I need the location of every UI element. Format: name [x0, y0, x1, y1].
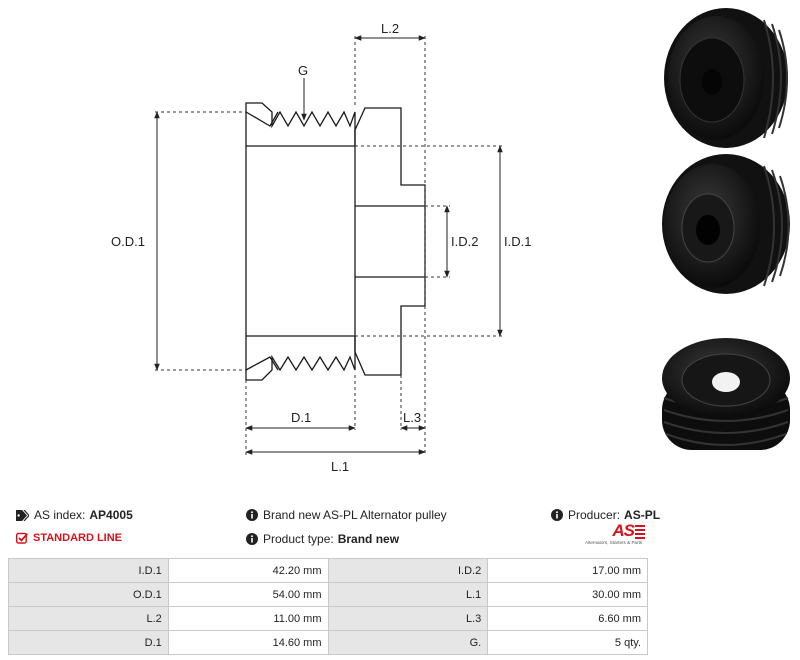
description-text: Brand new AS-PL Alternator pulley [263, 508, 447, 522]
standard-line: STANDARD LINE [16, 532, 122, 544]
spec-label: I.D.1 [8, 558, 169, 583]
spec-label: L.3 [327, 606, 489, 631]
spec-value: 17.00 mm [487, 558, 648, 583]
spec-label: G. [327, 630, 489, 655]
table-row: O.D.1 54.00 mm L.1 30.00 mm [8, 582, 648, 607]
label-d1: D.1 [291, 410, 311, 425]
spec-value: 54.00 mm [167, 582, 329, 607]
product-type-label: Product type: [263, 532, 334, 546]
spec-value: 42.20 mm [167, 558, 329, 583]
label-g: G [298, 63, 308, 78]
pulley-technical-drawing: G L.2 O.D.1 I.D.2 I.D.1 D.1 L.3 L.1 [111, 21, 531, 474]
specs-table: I.D.1 42.20 mm I.D.2 17.00 mm O.D.1 54.0… [8, 558, 648, 655]
as-pl-logo: AS Alternators, Starters & Parts [585, 522, 653, 550]
info-circle-icon [246, 533, 258, 545]
product-photos [662, 8, 790, 450]
logo-bars [635, 525, 645, 539]
pulley-photo-angled [664, 8, 788, 148]
spec-label: L.2 [8, 606, 169, 631]
info-circle-icon [246, 509, 258, 521]
producer-label: Producer: [568, 508, 621, 522]
as-index-value: AP4005 [89, 508, 133, 522]
spec-value: 6.60 mm [487, 606, 648, 631]
producer: Producer: AS-PL [551, 508, 660, 522]
spec-label: I.D.2 [327, 558, 489, 583]
checkbox-checked-icon [16, 532, 28, 544]
spec-label: L.1 [327, 582, 489, 607]
table-row: L.2 11.00 mm L.3 6.60 mm [8, 606, 648, 631]
as-index-label: AS index: [34, 508, 86, 522]
spec-label: O.D.1 [8, 582, 169, 607]
pulley-photo-top [662, 338, 790, 450]
label-l3: L.3 [403, 410, 421, 425]
standard-line-text: STANDARD LINE [33, 532, 123, 544]
label-l2: L.2 [381, 21, 399, 36]
info-row-2: STANDARD LINE Product type: Brand new [0, 528, 800, 550]
logo-tagline: Alternators, Starters & Parts [585, 540, 643, 545]
product-type-value: Brand new [337, 532, 400, 546]
spec-label: D.1 [8, 630, 169, 655]
label-od1: O.D.1 [111, 234, 145, 249]
info-row-1: AS index: AP4005 Brand new AS-PL Alterna… [0, 504, 800, 526]
as-index: AS index: AP4005 [16, 508, 133, 522]
logo-mark: AS [612, 521, 635, 540]
table-row: I.D.1 42.20 mm I.D.2 17.00 mm [8, 558, 648, 583]
info-circle-icon [551, 509, 563, 521]
tags-icon [16, 509, 29, 521]
spec-value: 5 qty. [487, 630, 648, 655]
label-l1: L.1 [331, 459, 349, 474]
spec-value: 11.00 mm [167, 606, 329, 631]
description: Brand new AS-PL Alternator pulley [246, 508, 447, 522]
spec-value: 30.00 mm [487, 582, 648, 607]
producer-value: AS-PL [624, 508, 661, 522]
spec-value: 14.60 mm [167, 630, 329, 655]
table-row: D.1 14.60 mm G. 5 qty. [8, 630, 648, 655]
product-type: Product type: Brand new [246, 532, 399, 546]
pulley-photo-front [662, 154, 790, 294]
label-id2: I.D.2 [451, 234, 478, 249]
label-id1: I.D.1 [504, 234, 531, 249]
